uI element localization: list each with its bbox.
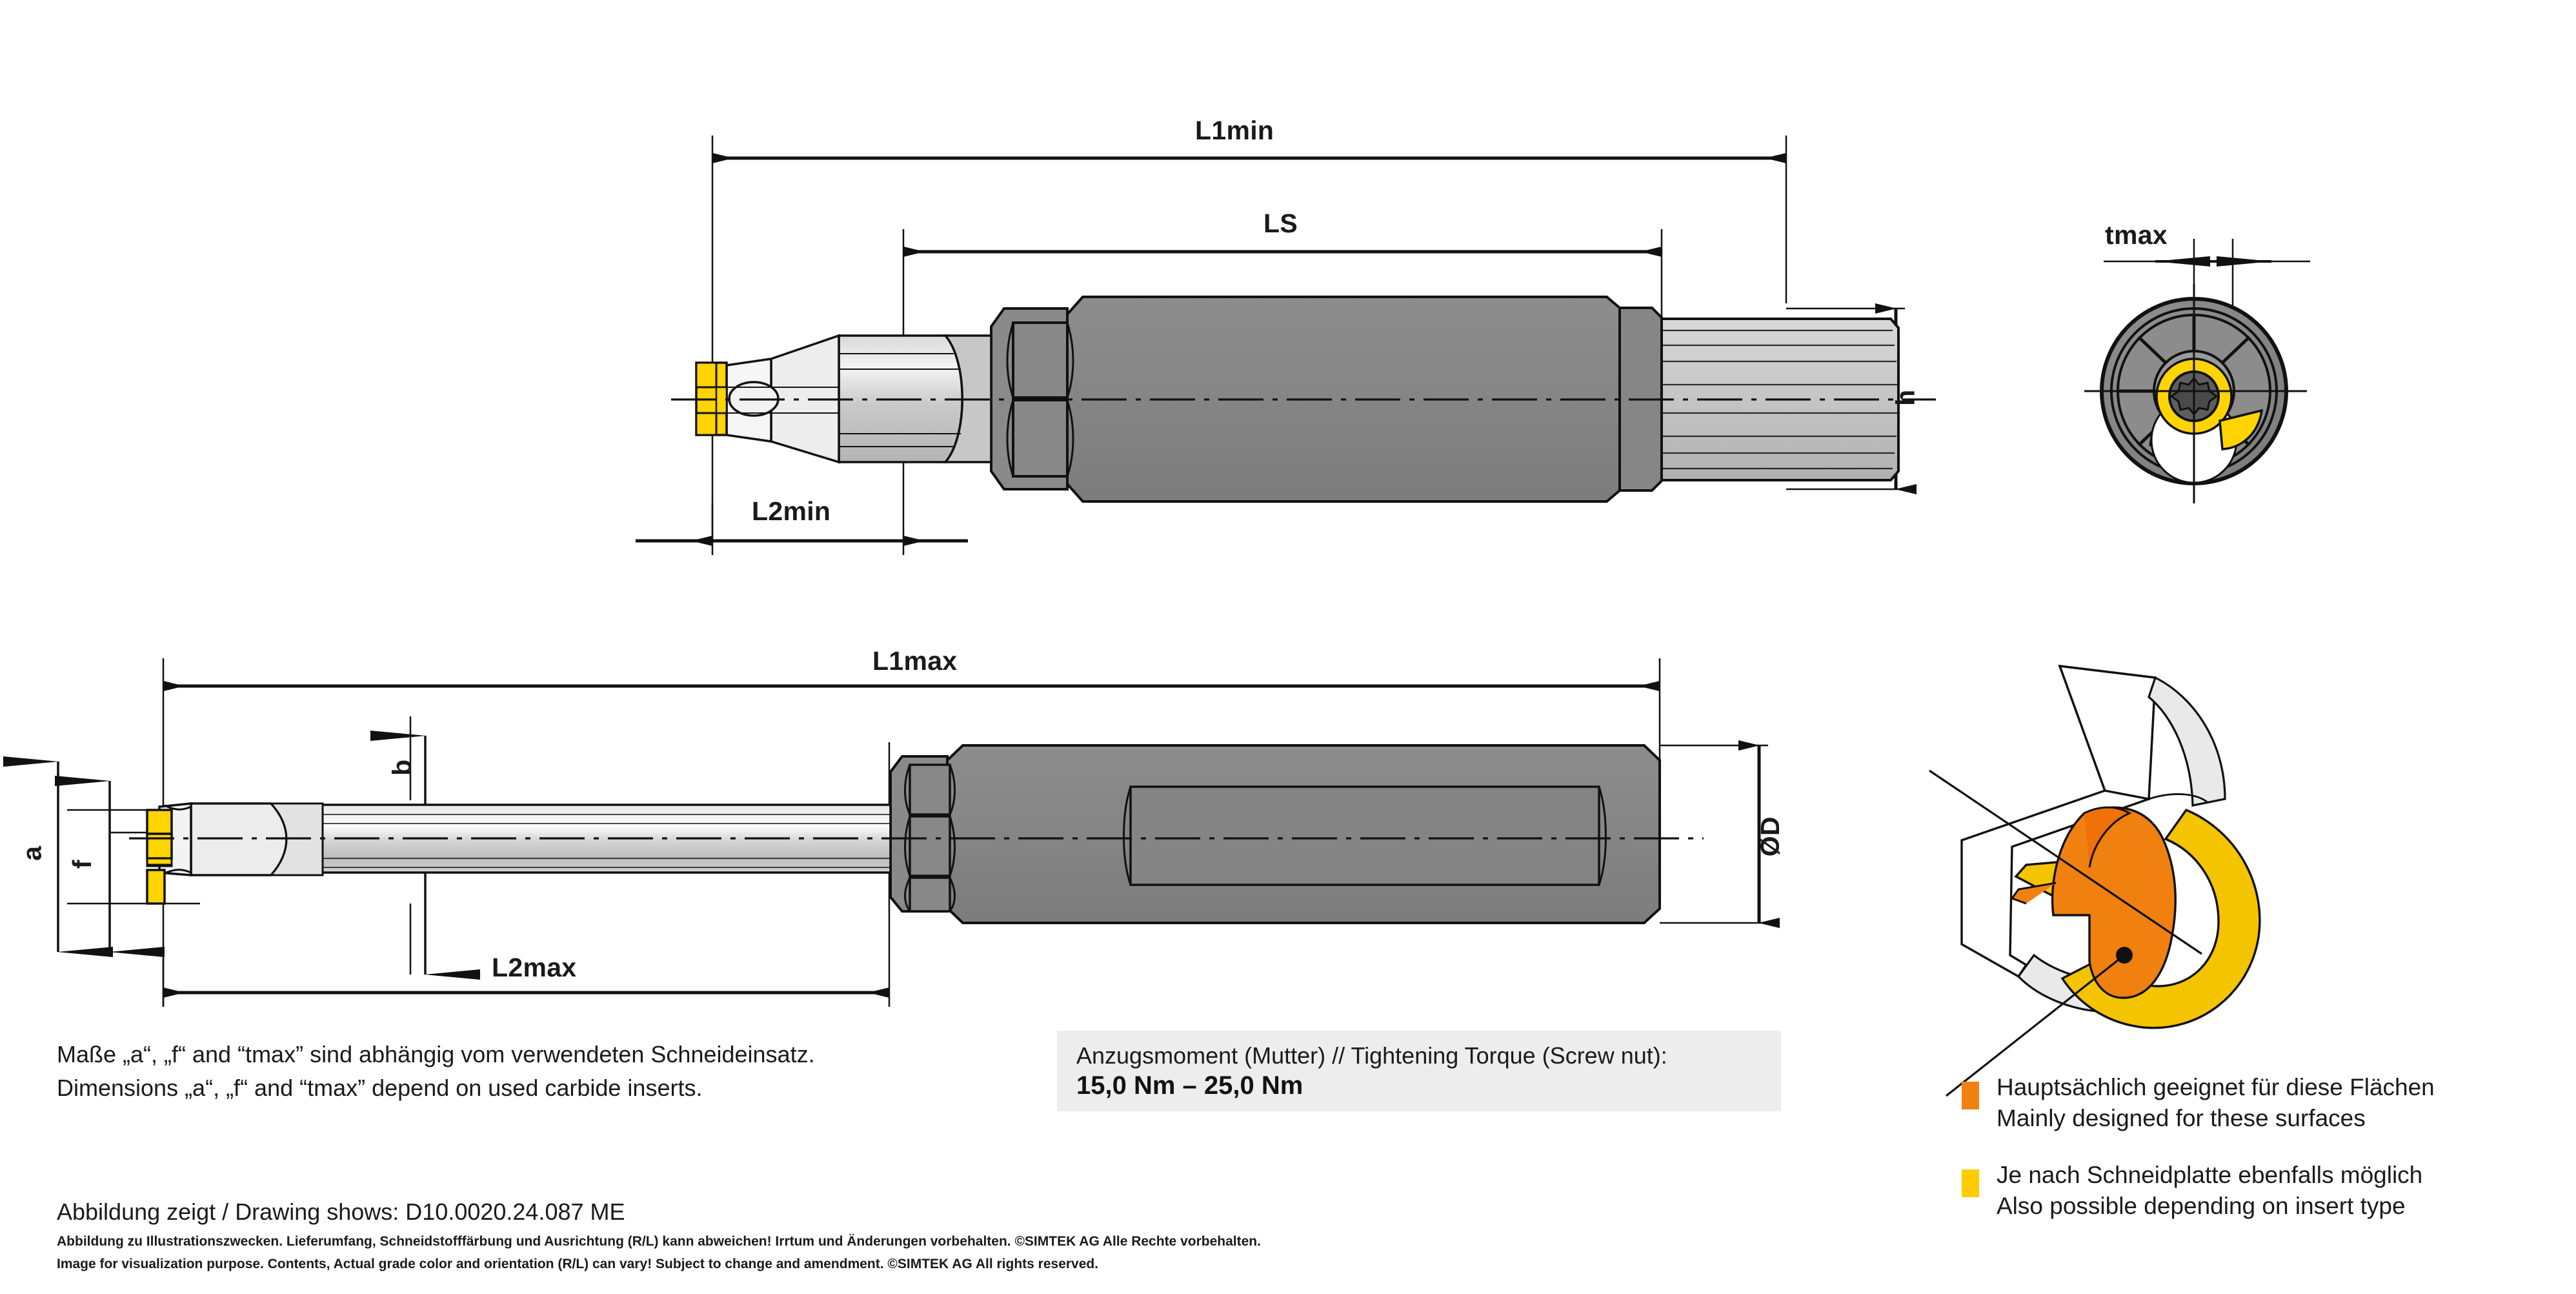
footer-disclaimer-de: Abbildung zu Illustrationszwecken. Liefe… — [57, 1234, 1261, 1249]
top-view — [636, 136, 1936, 555]
iso-leader-lines — [1929, 769, 2202, 1097]
torque-panel: Anzugsmoment (Mutter) // Tightening Torq… — [1057, 1031, 1781, 1111]
note-line-german: Maße „a“, „f“ and “tmax” sind abhängig v… — [57, 1041, 815, 1067]
dim-label-l1max: L1max — [872, 646, 958, 676]
dim-label-tmax: tmax — [2105, 220, 2168, 250]
iso-detail — [1929, 664, 2261, 1097]
torque-value: 15,0 Nm – 25,0 Nm — [1076, 1071, 1303, 1100]
bottom-view — [3, 658, 1780, 1007]
legend-swatch-yellow — [1962, 1169, 1979, 1197]
legend-swatch-orange — [1962, 1082, 1979, 1109]
dim-label-a: a — [17, 845, 47, 861]
footer-drawing-shows: Abbildung zeigt / Drawing shows: D10.002… — [57, 1198, 625, 1225]
dim-label-l2max: L2max — [492, 953, 577, 982]
dim-label-h: h — [1890, 389, 1920, 406]
dim-label-f: f — [66, 860, 97, 869]
torque-title: Anzugsmoment (Mutter) // Tightening Torq… — [1076, 1042, 1667, 1069]
end-view — [2084, 239, 2310, 503]
legend-yellow-line-en: Also possible depending on insert type — [1997, 1193, 2406, 1219]
footer-disclaimer-en: Image for visualization purpose. Content… — [57, 1257, 1099, 1271]
dim-label-ls: LS — [1263, 208, 1298, 238]
legend-orange-line-de: Hauptsächlich geeignet für diese Flächen — [1997, 1074, 2435, 1100]
bottom-clamp-nut — [889, 755, 956, 913]
end-view-centerlines — [2084, 284, 2307, 503]
note-line-english: Dimensions „a“, „f“ and “tmax” depend on… — [57, 1075, 703, 1101]
dim-label-l1min: L1min — [1195, 116, 1274, 145]
dim-label-l2min: L2min — [752, 496, 831, 526]
bottom-carbide-insert — [146, 809, 173, 905]
iso-callout-dot — [2116, 947, 2133, 964]
legend-yellow-line-de: Je nach Schneidplatte ebenfalls möglich — [1997, 1162, 2423, 1188]
legend-orange-line-en: Mainly designed for these surfaces — [1997, 1105, 2366, 1131]
dim-label-b: b — [387, 759, 417, 776]
dim-label-od: ØD — [1755, 816, 1785, 857]
